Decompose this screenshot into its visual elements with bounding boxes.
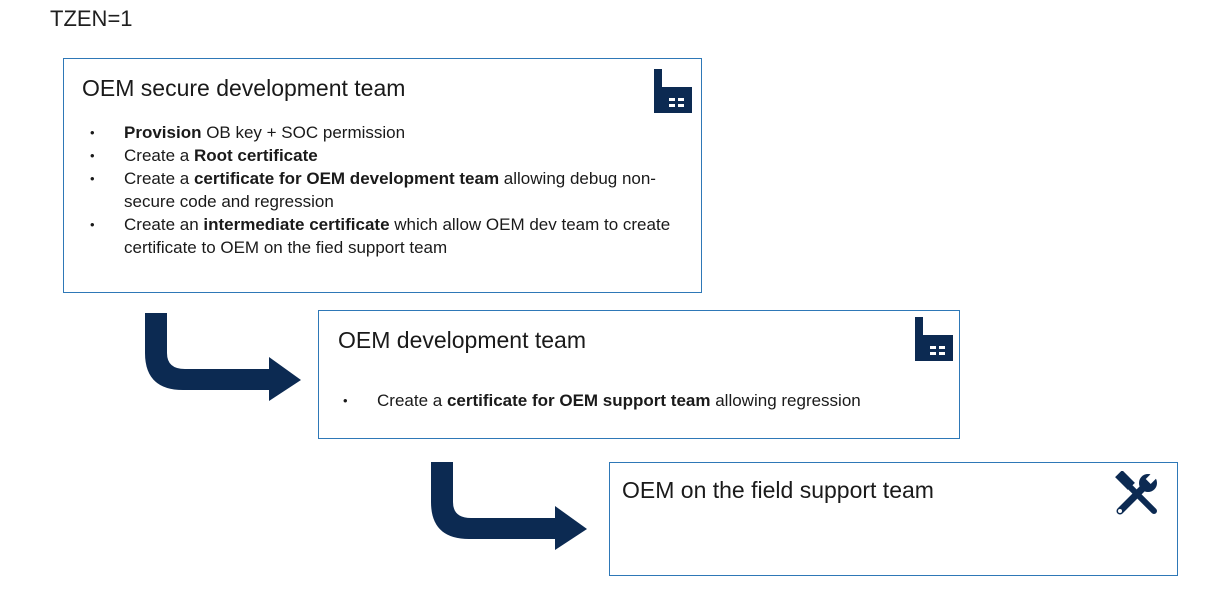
box-title: OEM secure development team [82,75,406,101]
text-segment: OB key + SOC permission [201,123,406,142]
text-segment: allowing regression [710,391,861,410]
tools-icon [1114,470,1162,524]
bullet-item: Provision OB key + SOC permission [90,121,690,144]
text-segment: which allow OEM dev team to create certi… [124,215,671,257]
bold-text: intermediate certificate [203,215,390,234]
factory-icon [913,315,955,368]
factory-icon [652,67,694,120]
arrow-down-right [145,313,303,408]
bold-text: certificate for OEM support team [446,391,711,410]
bullet-item: Create a Root certificate [90,144,690,167]
bullet-item: Create an intermediate certificate which… [90,213,690,259]
bullet-list: Provision OB key + SOC permissionCreate … [90,121,690,259]
bold-text: certificate for OEM development team [193,169,500,188]
oem-field-support-team-box: OEM on the field support team [609,462,1178,576]
text-segment: Create a [124,146,194,165]
bold-text: Root certificate [193,146,318,165]
oem-dev-team-box: OEM development team Create a certificat… [318,310,960,439]
text-segment: Create a [377,391,447,410]
text-segment: Create a [124,169,194,188]
bold-text: Provision [124,123,202,142]
text-segment: allowing debug non-secure code and regre… [124,169,656,211]
oem-secure-dev-team-box: OEM secure development team Provision OB… [63,58,702,293]
arrow-down-right [431,462,589,557]
bullet-list: Create a certificate for OEM support tea… [343,389,953,412]
text-segment: Create an [124,215,204,234]
bullet-item: Create a certificate for OEM development… [90,167,690,213]
box-title: OEM development team [338,327,587,353]
bullet-item: Create a certificate for OEM support tea… [343,389,953,412]
box-title: OEM on the field support team [622,477,934,503]
tzen-label: TZEN=1 [50,6,133,31]
